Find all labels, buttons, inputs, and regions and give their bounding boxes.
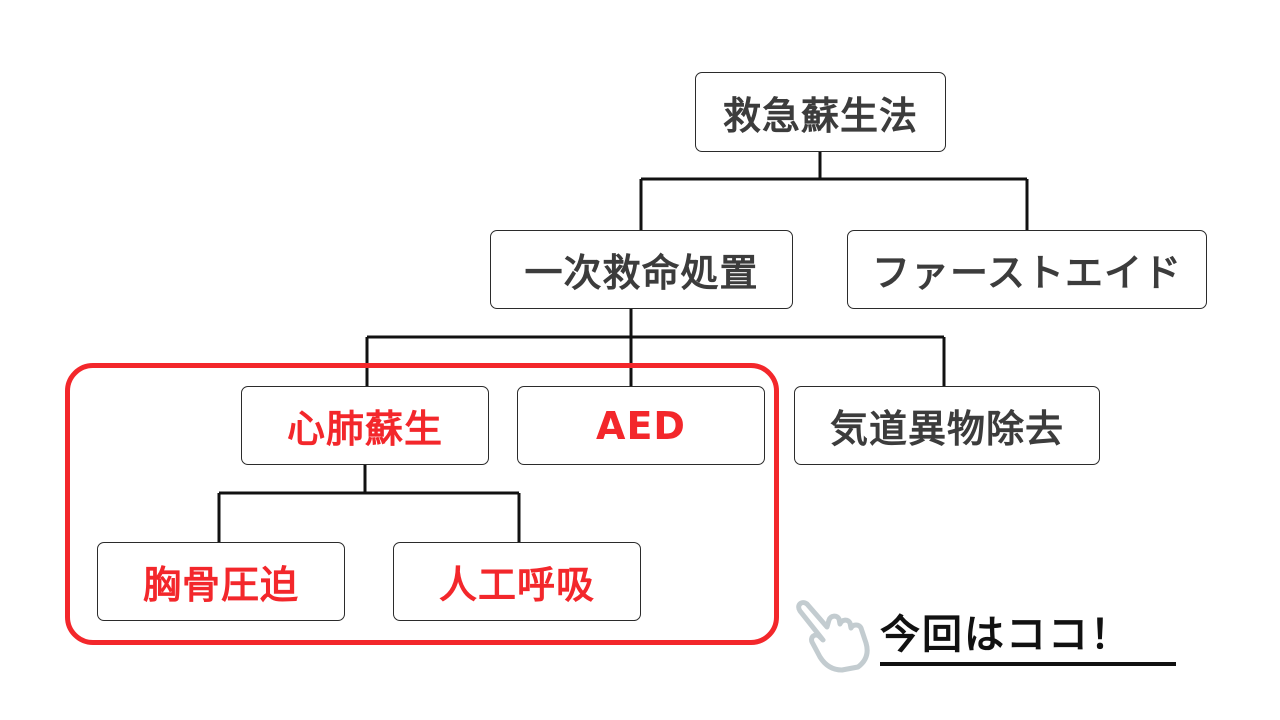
node-artificial-respiration: 人工呼吸 <box>393 542 641 621</box>
callout-text: 今回はココ！ <box>880 612 1132 658</box>
node-airway-obstruction-removal: 気道異物除去 <box>794 386 1100 465</box>
node-primary-care: 一次救命処置 <box>490 230 793 309</box>
highlight-frame <box>65 363 779 645</box>
callout-underline <box>880 662 1176 666</box>
node-root: 救急蘇生法 <box>695 72 946 152</box>
pointing-hand-icon <box>796 600 870 673</box>
node-cpr: 心肺蘇生 <box>241 386 489 465</box>
node-aed: AED <box>517 386 765 465</box>
node-chest-compression: 胸骨圧迫 <box>97 542 345 621</box>
node-first-aid: ファーストエイド <box>847 230 1207 309</box>
